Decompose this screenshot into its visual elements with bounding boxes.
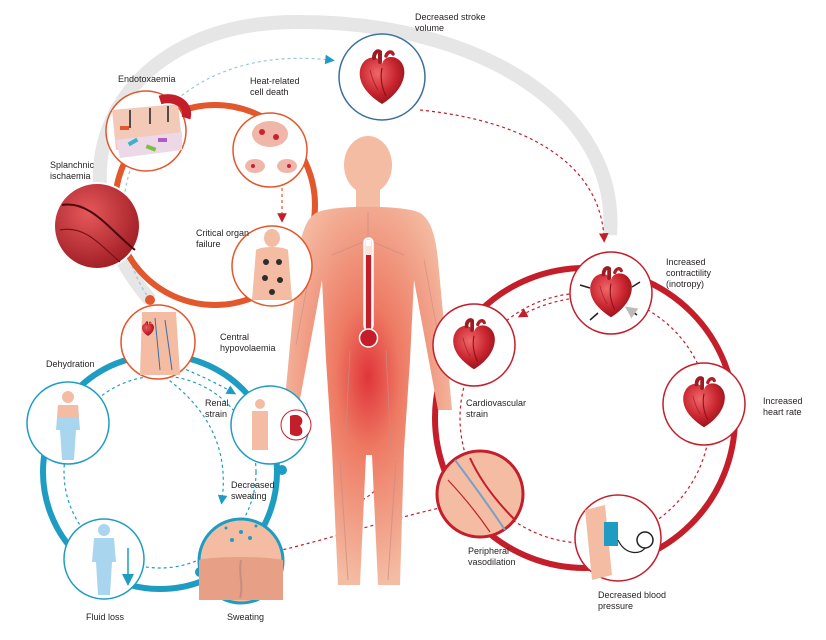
orange-cycle-node	[145, 295, 155, 305]
dehydration-label: Dehydration	[46, 359, 95, 369]
thermometer-icon	[358, 237, 379, 348]
sweating-label: Sweating	[227, 612, 265, 622]
decreased-blood-pressure-label: Decreased blood pressure	[598, 590, 667, 611]
cells-icon	[252, 121, 288, 147]
dehydration-node	[26, 381, 110, 465]
stroke-volume-node	[338, 33, 426, 121]
cardiovascular-strain-label: Cardiovascular strain	[466, 398, 527, 419]
decreased-stroke-volume-label: Decreased stroke volume	[415, 12, 486, 33]
contractility-node	[569, 251, 653, 335]
increased-contractility-label: Increased contractility (inotropy)	[666, 257, 712, 289]
increased-heart-rate-label: Increased heart rate	[763, 396, 803, 417]
central-human-body	[284, 136, 452, 585]
blood-pressure-node	[574, 494, 662, 582]
blue-cycle-node	[277, 465, 287, 475]
heart-rate-node	[662, 362, 746, 446]
sweat-gland-icon	[239, 559, 243, 599]
cardiovascular-strain-node	[432, 303, 516, 387]
central-hypovolaemia-label: Central hypovolaemia	[220, 332, 276, 353]
blood-vessel-icon	[158, 94, 192, 120]
central-hypovolaemia-node	[120, 304, 196, 380]
contractility-to-strain-arrow	[517, 297, 576, 318]
sweating-to-vasodilation-arrow	[259, 504, 456, 556]
intestine-icon	[61, 203, 136, 251]
grey-connecting-arc	[92, 14, 618, 305]
cell-death-node	[232, 112, 308, 188]
critical-organ-failure-label: Critical organ failure	[196, 228, 250, 249]
renal-strain-node	[230, 385, 312, 465]
endotoxaemia-node	[105, 90, 192, 172]
stroke-to-contractility-arrow	[419, 109, 609, 243]
fluid-loss-label: Fluid loss	[86, 612, 125, 622]
organs-icon	[252, 247, 292, 300]
sweating-node	[197, 517, 285, 605]
peripheral-vasodilation-label: Peripheral vasodilation	[468, 546, 516, 567]
blood-pressure-cuff-icon	[604, 522, 618, 546]
decreased-sweating-label: Decreased sweating	[231, 480, 275, 501]
human-body-icon	[56, 391, 80, 460]
endotoxaemia-label: Endotoxaemia	[118, 74, 176, 84]
vasodilation-node	[435, 449, 525, 539]
splanchnic-ischaemia-node	[53, 182, 141, 270]
splanchnic-ischaemia-label: Splanchnic ischaemia	[50, 160, 95, 181]
kidney-icon	[290, 414, 303, 437]
organ-failure-node	[231, 225, 313, 307]
fluid-loss-node	[63, 518, 145, 600]
heat-related-cell-death-label: Heat-related cell death	[250, 76, 300, 97]
renal-strain-label: Renal strain	[205, 398, 229, 419]
hypovolaemia-to-sweating-arrow	[154, 369, 228, 505]
